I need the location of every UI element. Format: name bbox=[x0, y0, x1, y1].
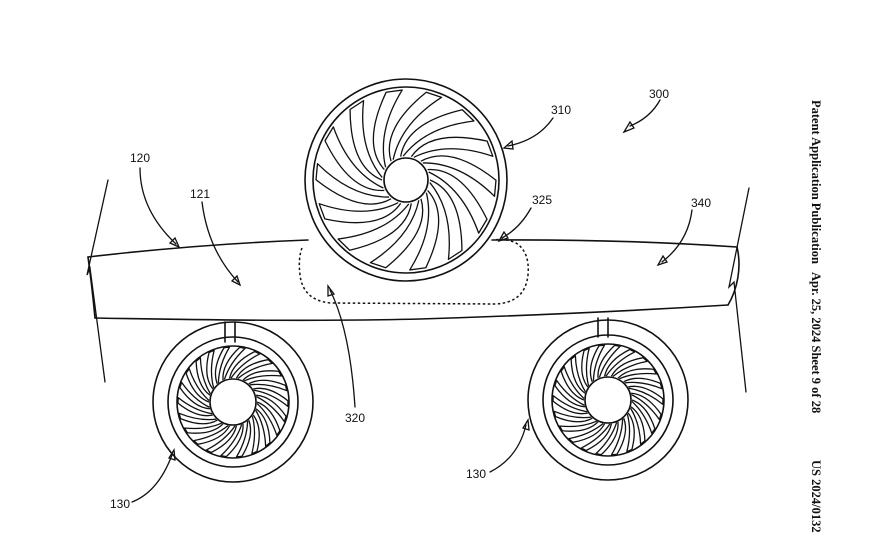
blade bbox=[388, 91, 443, 162]
blade bbox=[222, 346, 246, 381]
blade bbox=[178, 412, 218, 425]
label-120: 120 bbox=[130, 151, 150, 165]
label-121: 121 bbox=[190, 187, 210, 201]
blade bbox=[349, 99, 383, 181]
leader-lines bbox=[131, 99, 693, 503]
label-310: 310 bbox=[551, 103, 571, 117]
blade bbox=[205, 425, 238, 454]
label-340: 340 bbox=[691, 196, 711, 210]
blade bbox=[553, 410, 593, 423]
blade bbox=[420, 155, 497, 197]
blade bbox=[318, 202, 402, 224]
engine-left bbox=[152, 321, 314, 483]
blade bbox=[429, 179, 463, 261]
blade bbox=[631, 399, 656, 434]
blade bbox=[595, 421, 619, 456]
blade bbox=[597, 344, 621, 379]
blade bbox=[228, 350, 261, 379]
label-320: 320 bbox=[345, 411, 365, 425]
label-130-right: 130 bbox=[466, 467, 486, 481]
blade bbox=[369, 198, 424, 269]
blade bbox=[610, 417, 627, 456]
blade bbox=[242, 370, 283, 382]
header-number: US 2024/0132 bbox=[809, 460, 823, 533]
blade bbox=[248, 379, 288, 392]
blade bbox=[179, 381, 211, 410]
blade bbox=[570, 355, 586, 394]
blade bbox=[558, 420, 599, 432]
label-325: 325 bbox=[532, 193, 552, 207]
blade bbox=[251, 414, 260, 455]
blade bbox=[581, 347, 590, 388]
blade bbox=[410, 136, 494, 158]
blade bbox=[617, 368, 658, 380]
blade bbox=[560, 366, 585, 401]
blade bbox=[315, 163, 392, 205]
blade bbox=[185, 368, 210, 403]
blade bbox=[552, 395, 588, 415]
blade bbox=[206, 349, 215, 390]
engine-right bbox=[527, 317, 689, 481]
blade bbox=[235, 419, 252, 458]
blade bbox=[177, 397, 213, 417]
blade bbox=[580, 423, 613, 452]
blade bbox=[235, 359, 273, 379]
blade bbox=[214, 346, 231, 385]
blade bbox=[337, 203, 412, 251]
blade bbox=[623, 377, 663, 390]
blade bbox=[195, 357, 211, 396]
blade bbox=[554, 379, 586, 408]
blade bbox=[400, 109, 475, 157]
blade bbox=[427, 168, 488, 234]
label-300: 300 bbox=[649, 87, 669, 101]
blade bbox=[324, 126, 385, 192]
blade bbox=[628, 385, 664, 405]
blade bbox=[183, 422, 224, 434]
blade bbox=[255, 408, 271, 447]
label-130-left: 130 bbox=[110, 497, 130, 511]
blade bbox=[256, 401, 281, 436]
blade bbox=[630, 392, 662, 421]
header-publication: Patent Application Publication bbox=[809, 100, 823, 264]
wing bbox=[86, 179, 750, 393]
blade bbox=[409, 189, 440, 271]
recess-outline bbox=[298, 238, 529, 305]
blade bbox=[610, 357, 648, 377]
blade bbox=[589, 344, 606, 383]
blade bbox=[220, 423, 244, 458]
blade bbox=[372, 89, 403, 171]
blade bbox=[626, 412, 635, 453]
blade bbox=[630, 406, 646, 445]
blade bbox=[253, 387, 289, 407]
blade bbox=[193, 425, 231, 445]
blade bbox=[255, 394, 287, 423]
blade bbox=[568, 423, 606, 443]
blade bbox=[603, 348, 636, 377]
header-date-sheet: Apr. 25, 2024 Sheet 9 of 28 bbox=[809, 272, 823, 413]
lift-fan bbox=[304, 78, 508, 282]
